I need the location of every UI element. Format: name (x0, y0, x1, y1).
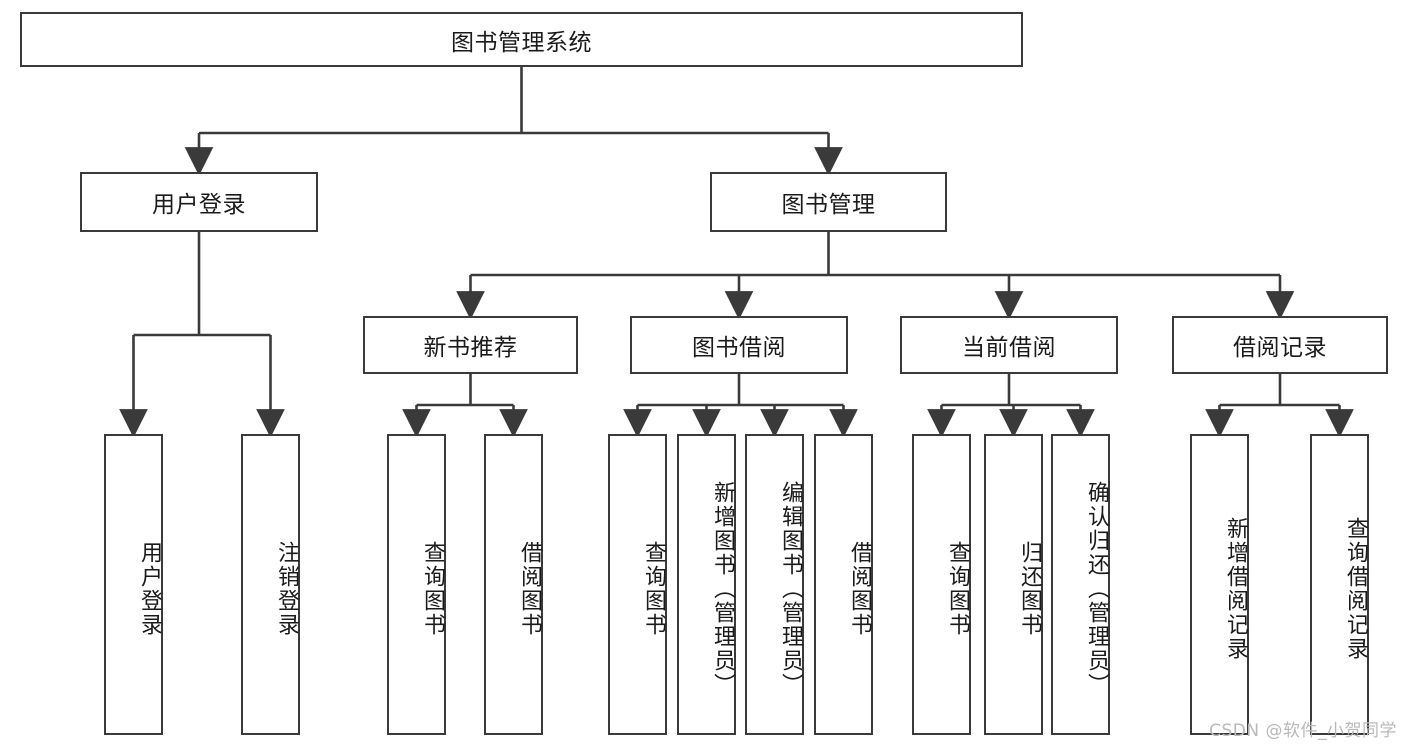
leaf-add-book-admin[interactable]: 新增图书（管理员） (677, 434, 736, 735)
leaf-logout[interactable]: 注销登录 (241, 434, 300, 735)
node-book-management[interactable]: 图书管理 (710, 172, 947, 232)
leaf-query-borrow-record[interactable]: 查询借阅记录 (1310, 434, 1369, 735)
node-user-login[interactable]: 用户登录 (80, 172, 318, 232)
node-label: 用户登录 (152, 192, 246, 218)
node-new-book-recommendation[interactable]: 新书推荐 (363, 316, 578, 374)
node-label: 新增图书（管理员） (710, 480, 735, 697)
node-label: 新增借阅记录 (1223, 516, 1248, 661)
node-label: 注销登录 (274, 540, 299, 637)
leaf-edit-book-admin[interactable]: 编辑图书（管理员） (745, 434, 804, 735)
node-current-borrowing[interactable]: 当前借阅 (900, 316, 1118, 374)
leaf-borrow-book-2[interactable]: 借阅图书 (814, 434, 873, 735)
node-root[interactable]: 图书管理系统 (20, 12, 1023, 67)
node-label: 用户登录 (137, 540, 162, 637)
node-label: 查询图书 (945, 540, 970, 637)
node-label: 新书推荐 (423, 335, 518, 361)
node-borrowing-record[interactable]: 借阅记录 (1172, 316, 1388, 374)
node-label: 借阅记录 (1233, 335, 1327, 361)
leaf-query-book-1[interactable]: 查询图书 (387, 434, 446, 735)
leaf-query-book-2[interactable]: 查询图书 (608, 434, 667, 735)
node-label: 图书管理系统 (451, 29, 592, 56)
leaf-query-book-3[interactable]: 查询图书 (912, 434, 971, 735)
leaf-add-borrow-record[interactable]: 新增借阅记录 (1190, 434, 1249, 735)
leaf-borrow-book-1[interactable]: 借阅图书 (484, 434, 543, 735)
node-label: 归还图书 (1017, 540, 1042, 637)
node-label: 借阅图书 (847, 540, 872, 637)
leaf-user-login[interactable]: 用户登录 (104, 434, 163, 735)
leaf-confirm-return-admin[interactable]: 确认归还（管理员） (1051, 434, 1110, 735)
node-label: 查询图书 (641, 540, 666, 637)
node-label: 图书管理 (781, 192, 876, 218)
node-label: 查询图书 (420, 540, 445, 637)
node-label: 查询借阅记录 (1343, 516, 1368, 661)
node-label: 编辑图书（管理员） (778, 480, 803, 697)
node-label: 当前借阅 (962, 335, 1056, 361)
node-label: 确认归还（管理员） (1084, 480, 1109, 697)
node-label: 借阅图书 (517, 540, 542, 637)
node-book-borrowing[interactable]: 图书借阅 (630, 316, 848, 374)
node-label: 图书借阅 (692, 335, 786, 361)
leaf-return-book[interactable]: 归还图书 (984, 434, 1043, 735)
